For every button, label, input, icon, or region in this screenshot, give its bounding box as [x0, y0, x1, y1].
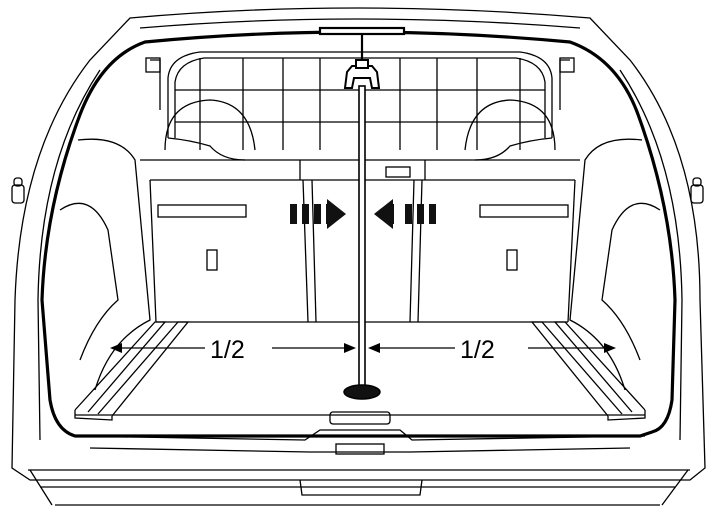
roof-rail: [318, 26, 406, 36]
measurement-right: 1/2: [368, 336, 616, 364]
measurement-left-label: 1/2: [210, 336, 245, 364]
rear-bumper: [28, 469, 690, 506]
measurement-left: 1/2: [110, 336, 356, 364]
floor-lip: [74, 411, 646, 455]
pole-foot: [343, 384, 381, 400]
opening-outline: [40, 30, 677, 438]
rear-headrests: [164, 99, 556, 151]
centering-arrow-right: [290, 199, 346, 229]
measurement-right-label: 1/2: [460, 336, 495, 364]
side-trim-panels: [59, 138, 661, 391]
side-fittings: [11, 177, 704, 204]
floor-rail-left: [74, 321, 190, 421]
pole-clamp: [343, 65, 381, 89]
tailgate-frame: [11, 7, 706, 481]
floor-rail-right: [530, 321, 646, 421]
grille-brackets: [145, 57, 575, 110]
telescopic-pole: [318, 26, 406, 400]
centering-arrow-left: [374, 199, 436, 229]
